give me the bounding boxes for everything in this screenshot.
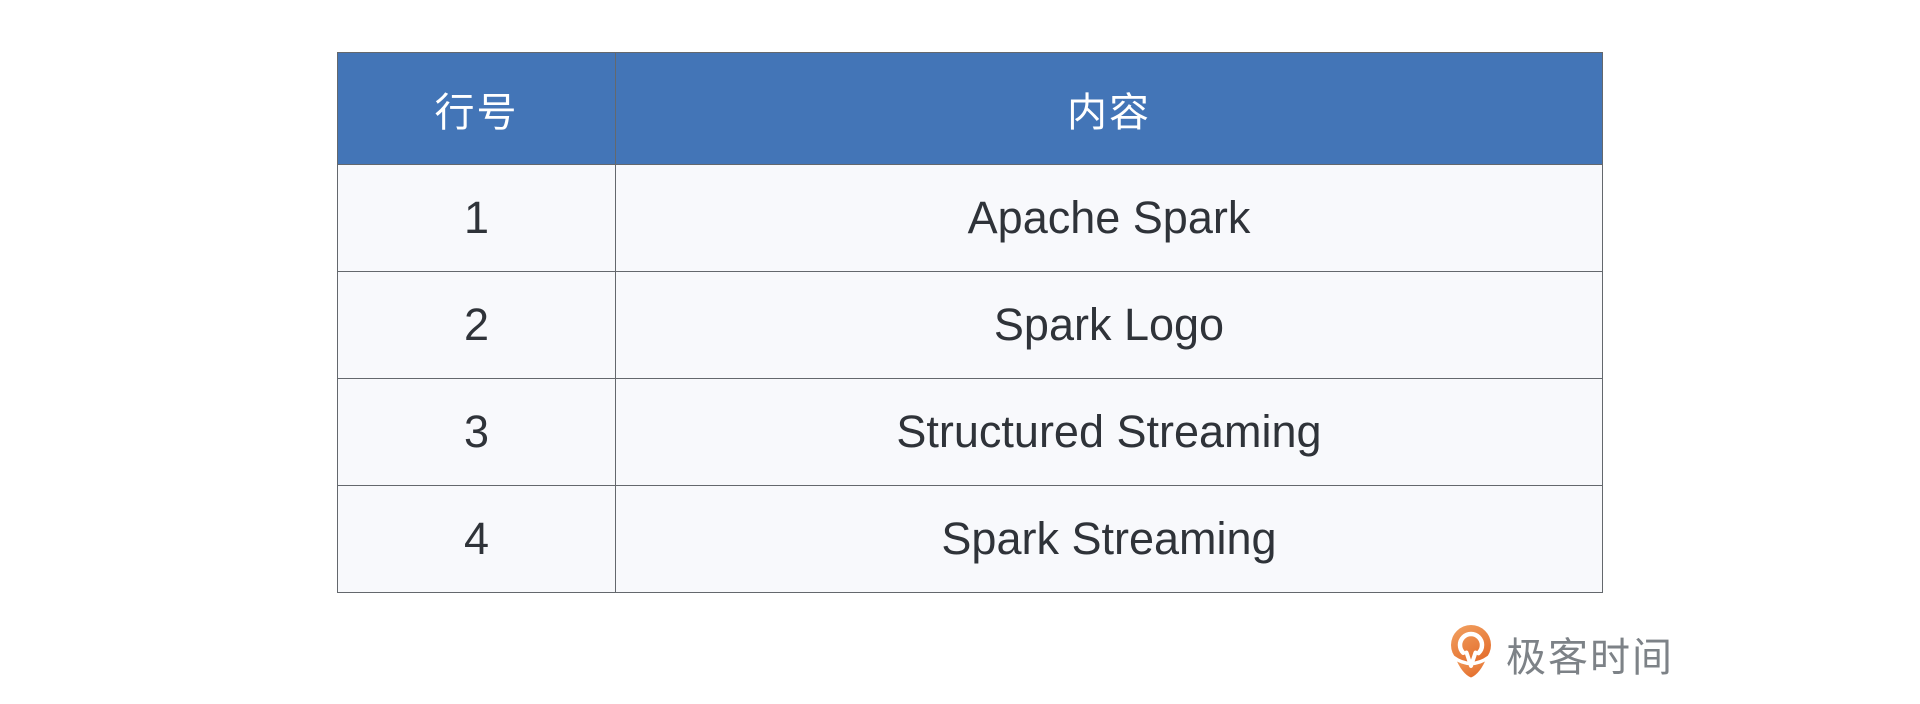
table-row-number: 3	[338, 379, 615, 485]
content-table: 行号 内容 1 Apache Spark 2 Spark Logo 3 Stru…	[337, 52, 1603, 593]
column-header-content: 内容	[616, 53, 1602, 164]
brand-name: 极客时间	[1506, 635, 1674, 680]
geektime-brand: 极客时间	[1448, 624, 1674, 683]
table-row-number: 2	[338, 272, 615, 378]
geektime-pin-icon	[1448, 624, 1494, 683]
table-row-content: Spark Streaming	[616, 486, 1602, 592]
table-row-content: Apache Spark	[616, 165, 1602, 271]
column-header-row-number: 行号	[338, 53, 615, 164]
table-row-content: Spark Logo	[616, 272, 1602, 378]
table-row-number: 4	[338, 486, 615, 592]
table-row-content: Structured Streaming	[616, 379, 1602, 485]
table-row-number: 1	[338, 165, 615, 271]
